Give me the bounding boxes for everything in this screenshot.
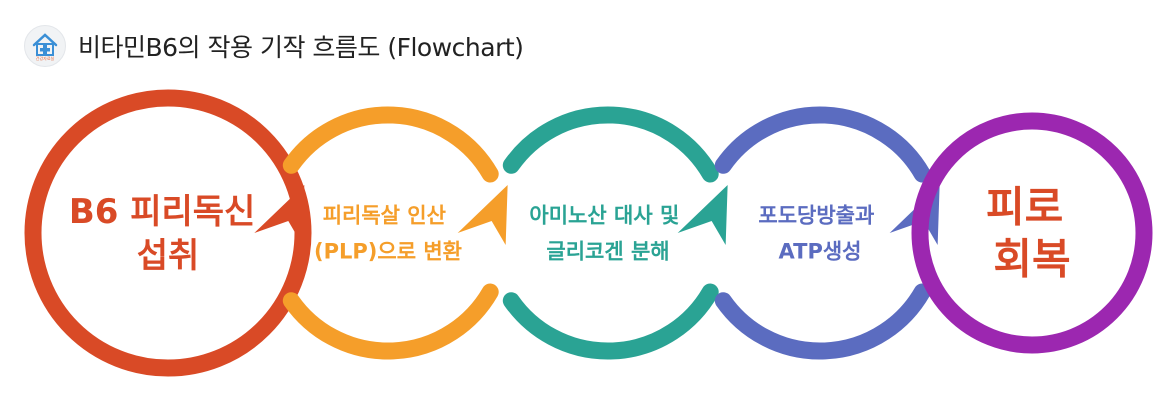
step-3-label-line-2: 글리코겐 분해 — [546, 239, 669, 263]
step-4-ring — [714, 106, 931, 360]
house-medical-logo-icon: 건강자료실 — [24, 25, 66, 67]
step-5-label: 피로 회복 — [986, 183, 1078, 284]
step-2-label-line-2: (PLP)으로 변환 — [314, 239, 462, 263]
step-5-label-line-2: 회복 — [993, 235, 1070, 284]
step-1-arrowhead — [254, 185, 305, 245]
step-4-label-line-2: ATP생성 — [779, 239, 862, 263]
step-2-ring — [282, 106, 499, 360]
step-4-label: 포도당방출과 ATP생성 — [758, 203, 881, 263]
step-5-ring — [911, 112, 1153, 354]
logo-text: 건강자료실 — [36, 55, 55, 61]
step-2: 피리독살 인산 (PLP)으로 변환 — [282, 106, 508, 360]
step-3: 아미노산 대사 및 글리코겐 분해 — [502, 106, 728, 360]
step-2-label-line-1: 피리독살 인산 — [323, 203, 446, 227]
step-4-label-line-1: 포도당방출과 — [758, 203, 874, 227]
step-2-arrowhead — [457, 185, 508, 245]
step-1: B6 피리독신 섭취 — [24, 89, 312, 377]
step-3-arrowhead — [677, 185, 728, 245]
step-1-label-line-1: B6 피리독신 — [69, 192, 256, 232]
header: 건강자료실 비타민B6의 작용 기작 흐름도 (Flowchart) — [24, 24, 524, 68]
step-5: 피로 회복 — [911, 112, 1153, 354]
step-4: 포도당방출과 ATP생성 — [714, 106, 940, 360]
step-2-label: 피리독살 인산 (PLP)으로 변환 — [314, 203, 462, 263]
step-3-label-line-1: 아미노산 대사 및 — [529, 203, 679, 227]
step-1-label-line-2: 섭취 — [137, 236, 200, 276]
step-5-label-line-1: 피로 — [986, 183, 1063, 232]
page-title: 비타민B6의 작용 기작 흐름도 (Flowchart) — [78, 33, 524, 62]
step-3-ring — [502, 106, 719, 360]
step-1-label: B6 피리독신 섭취 — [69, 192, 267, 276]
step-1-ring — [24, 89, 312, 377]
step-3-label: 아미노산 대사 및 글리코겐 분해 — [529, 203, 686, 263]
